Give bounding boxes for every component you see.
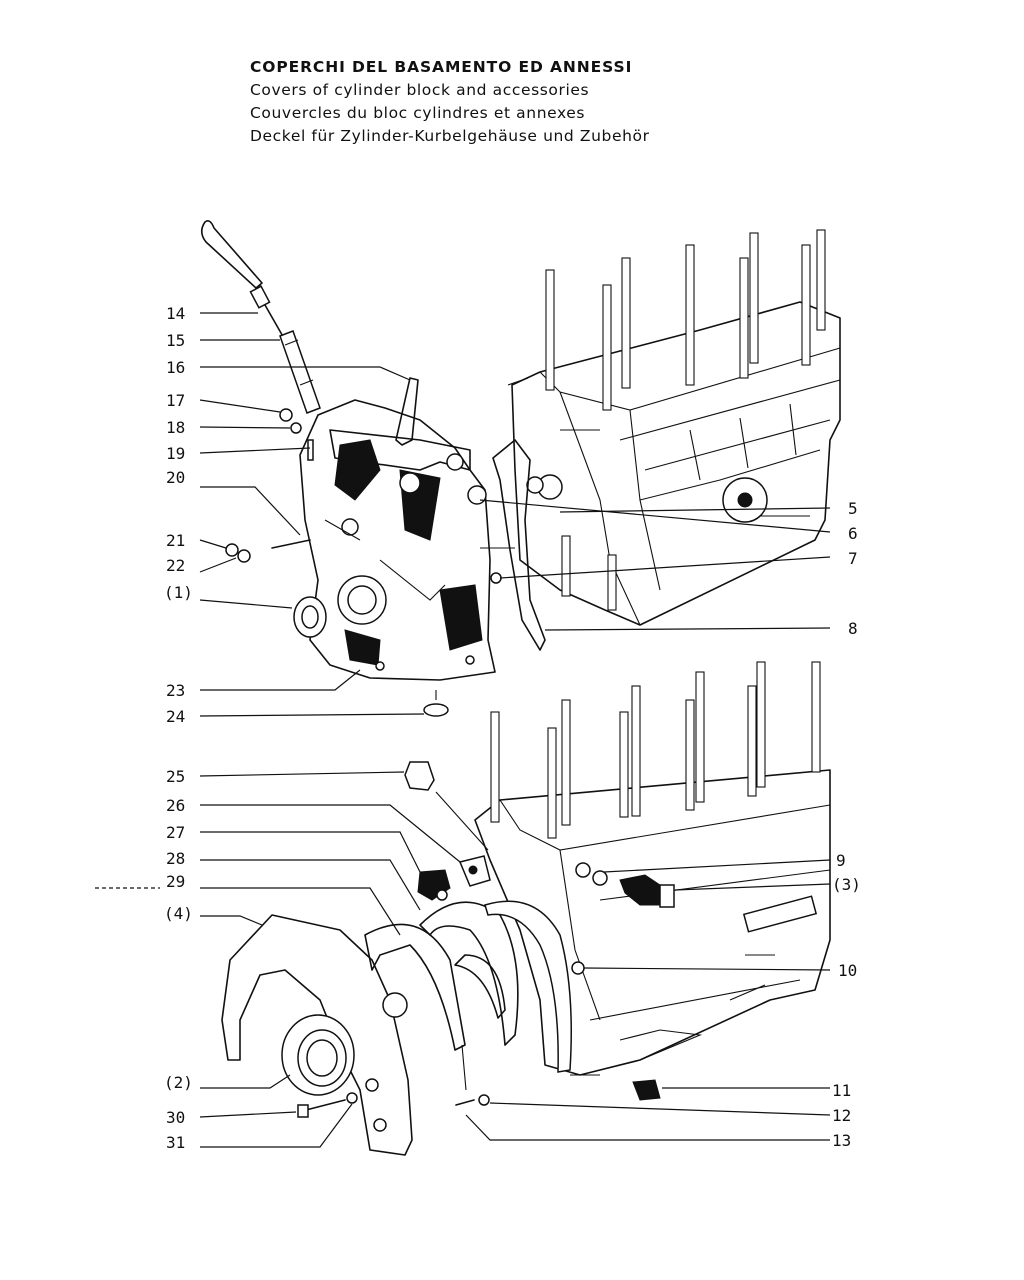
title-french: Couvercles du bloc cylindres et annexes <box>250 104 586 122</box>
callout-28: 28 <box>166 849 185 868</box>
callout-2: (2) <box>164 1073 193 1092</box>
gasket-8-drawing <box>492 439 546 651</box>
title-italian: COPERCHI DEL BASAMENTO ED ANNESSI <box>250 58 633 76</box>
callout-18: 18 <box>166 418 185 437</box>
callout-11: 11 <box>832 1081 851 1100</box>
callout-31: 31 <box>166 1133 185 1152</box>
chain-guide-and-plates-drawing <box>221 900 572 1156</box>
callout-10: 10 <box>838 961 857 980</box>
callout-labels-right: 5 6 7 8 9 (3) 10 11 12 13 <box>832 499 861 1150</box>
callout-15: 15 <box>166 331 185 350</box>
pressure-switch-drawing <box>575 862 675 908</box>
callout-labels-left: 14 15 16 17 18 19 20 21 22 (1) 23 24 25 … <box>164 304 193 1152</box>
callout-20: 20 <box>166 468 185 487</box>
dipstick-drawing <box>200 220 321 414</box>
callout-7: 7 <box>848 549 858 568</box>
callout-16: 16 <box>166 358 185 377</box>
title-german: Deckel für Zylinder-Kurbelgehäuse und Zu… <box>250 127 650 145</box>
callout-17: 17 <box>166 391 185 410</box>
callout-27: 27 <box>166 823 185 842</box>
callout-21: 21 <box>166 531 185 550</box>
callout-8: 8 <box>848 619 858 638</box>
callout-9: 9 <box>836 851 846 870</box>
callout-12: 12 <box>832 1106 851 1125</box>
cylinder-block-lower-drawing <box>474 661 831 1076</box>
callout-1: (1) <box>164 583 193 602</box>
callout-22: 22 <box>166 556 185 575</box>
callout-24: 24 <box>166 707 185 726</box>
seal-and-fasteners-drawing <box>281 1014 661 1118</box>
callout-6: 6 <box>848 524 858 543</box>
gasket-16-drawing <box>395 377 419 446</box>
small-covers-lower-drawing <box>404 761 491 901</box>
callout-30: 30 <box>166 1108 185 1127</box>
callout-14: 14 <box>166 304 185 323</box>
leader-lines <box>95 312 831 1148</box>
callout-5: 5 <box>848 499 858 518</box>
callout-13: 13 <box>832 1131 851 1150</box>
callout-3: (3) <box>832 875 861 894</box>
callout-23: 23 <box>166 681 185 700</box>
callout-26: 26 <box>166 796 185 815</box>
callout-19: 19 <box>166 444 185 463</box>
title-english: Covers of cylinder block and accessories <box>250 81 590 99</box>
small-parts-upper-drawing <box>225 408 449 717</box>
callout-29: 29 <box>166 872 185 891</box>
callout-4: (4) <box>164 904 193 923</box>
cylinder-block-upper-drawing <box>480 229 841 626</box>
title-block: COPERCHI DEL BASAMENTO ED ANNESSI Covers… <box>250 56 650 148</box>
callout-25: 25 <box>166 767 185 786</box>
